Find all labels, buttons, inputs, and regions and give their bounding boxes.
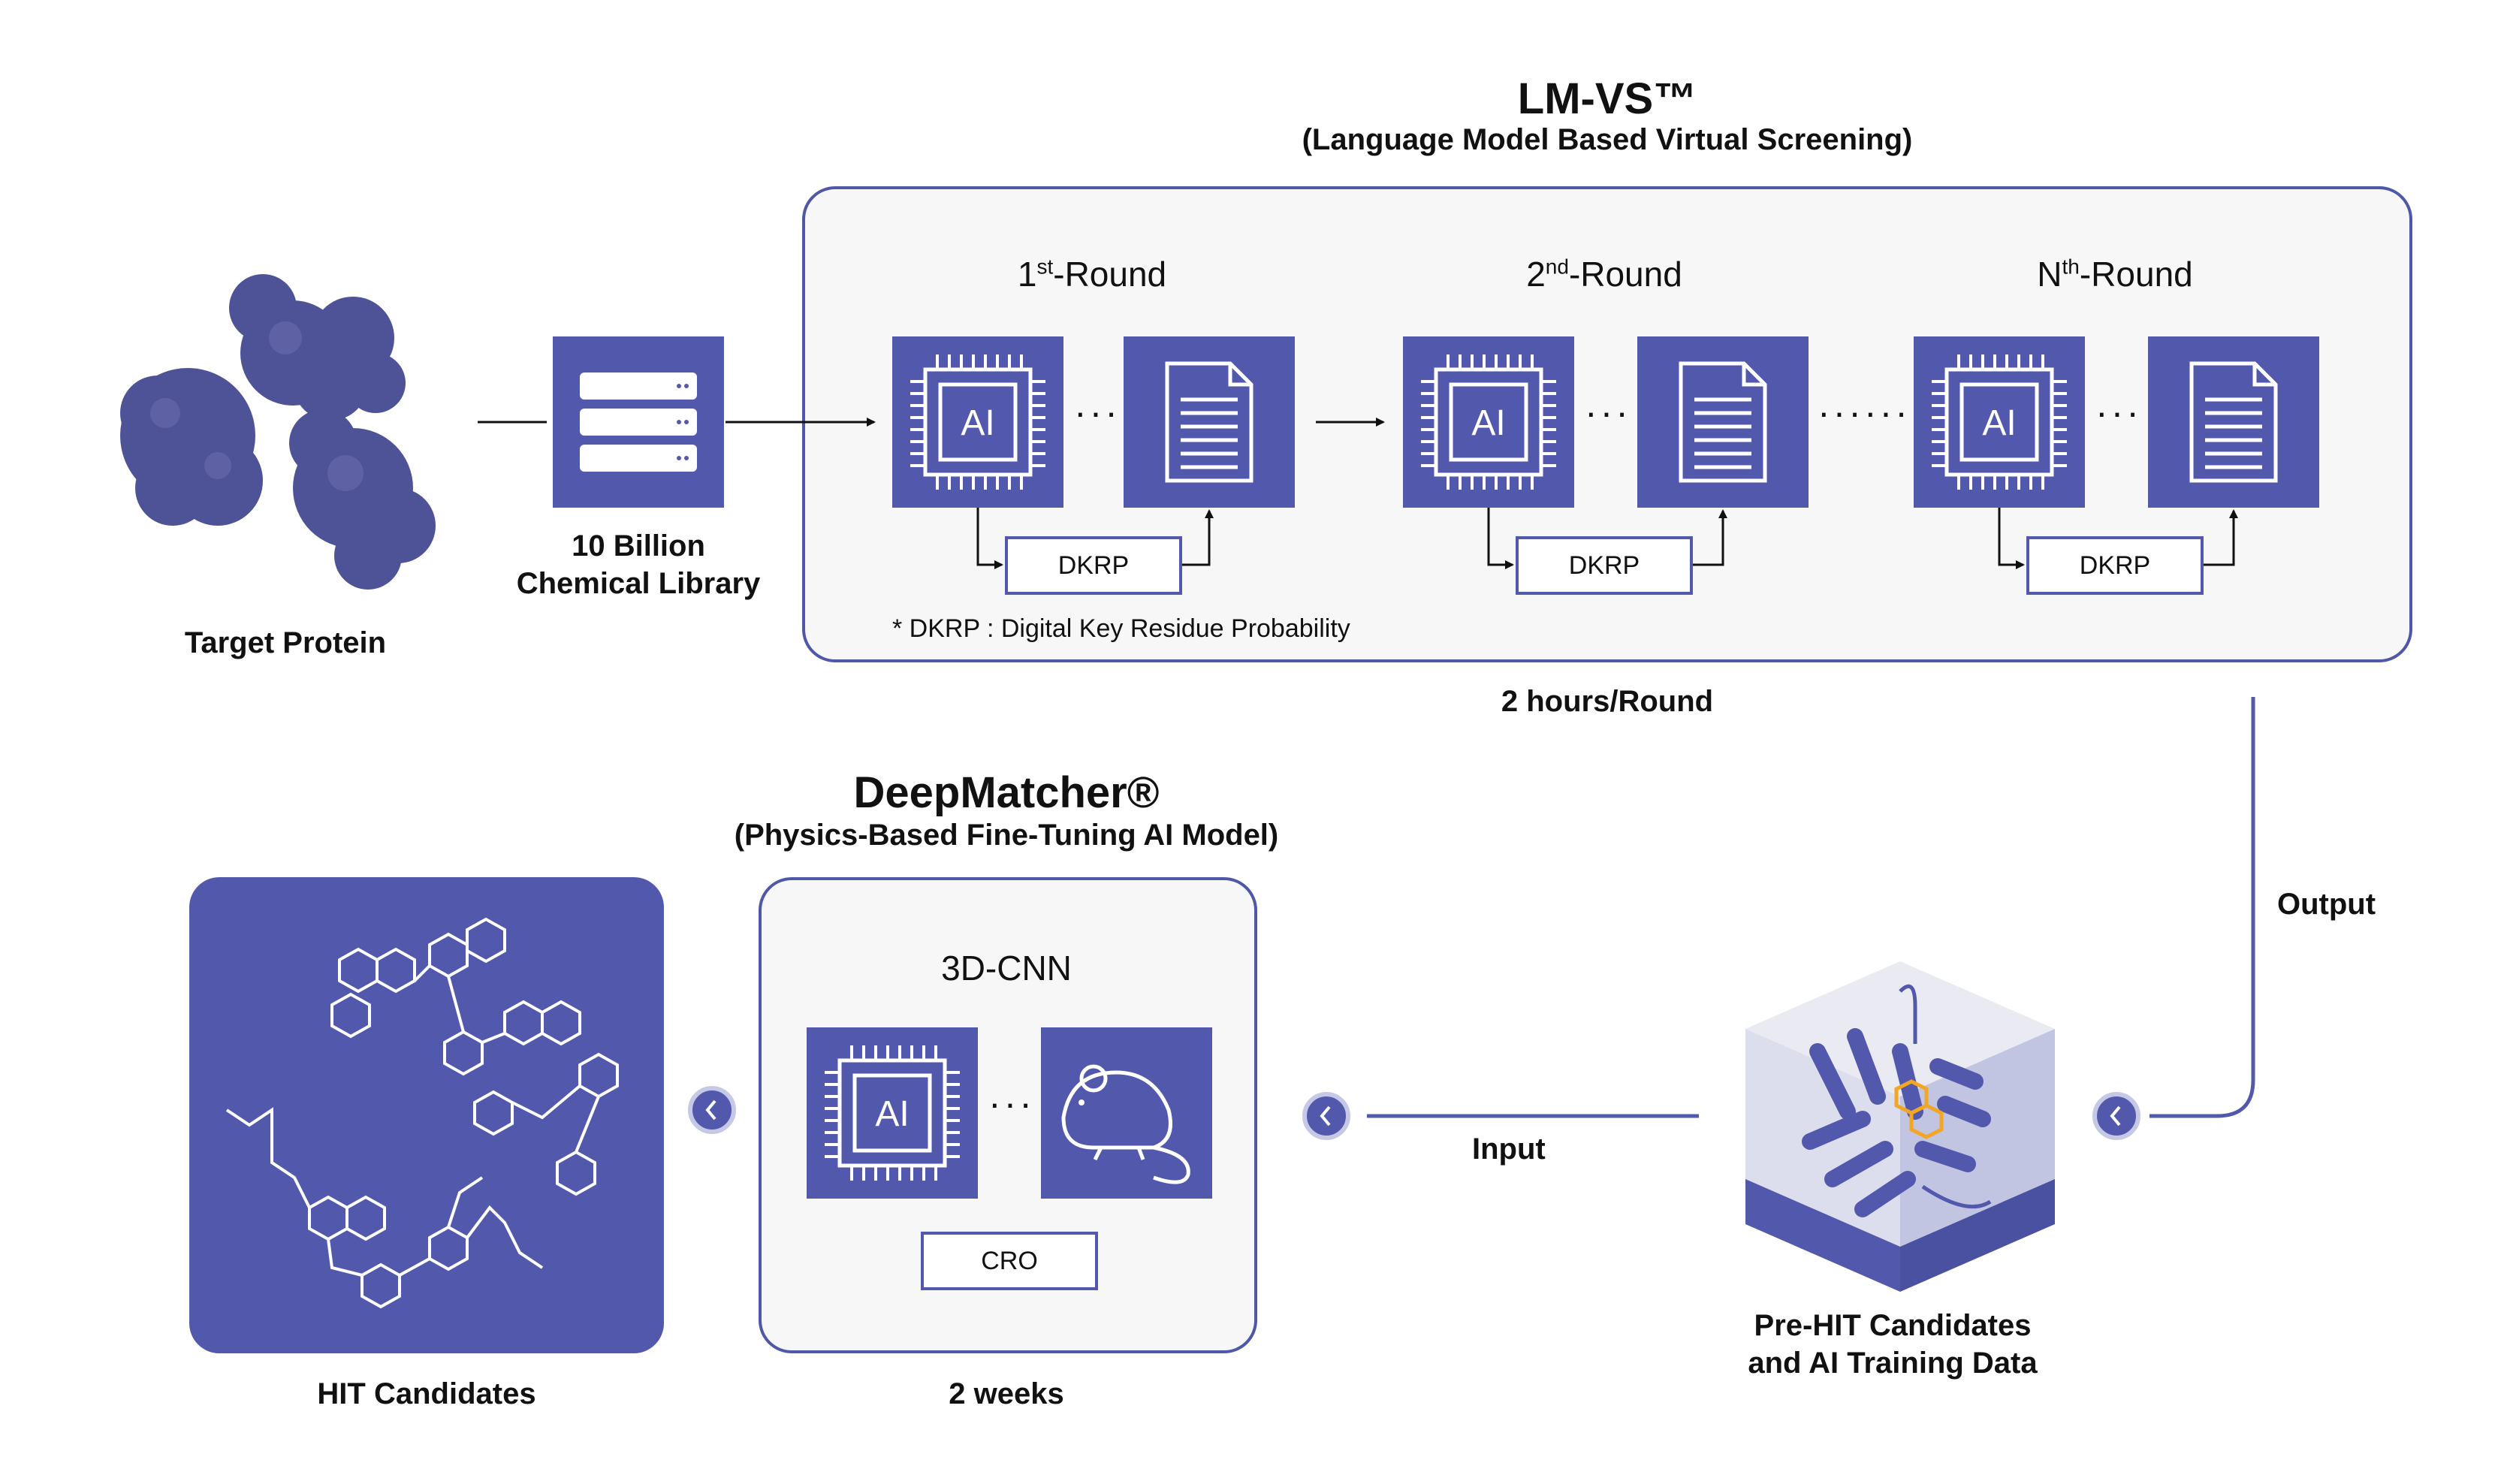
round-2-document (1637, 336, 1809, 508)
chevron-left-icon (705, 1099, 716, 1121)
ellipsis: ··· (1585, 391, 1631, 433)
pre-hit-cube-icon (1745, 961, 2055, 1292)
ellipsis: ··· (1074, 391, 1121, 433)
cro-box: CRO (921, 1232, 1098, 1290)
ai-chip-label: AI (1471, 403, 1506, 443)
ai-chip-icon (910, 354, 1045, 490)
ellipsis: ··· (2095, 391, 2142, 433)
library-label-line1: 10 Billion (572, 529, 705, 563)
deepmatcher-title: DeepMatcher® (853, 768, 1160, 817)
chemical-library-label: 10 Billion Chemical Library (466, 527, 811, 602)
lmvs-title: LM-VS™ (1517, 74, 1697, 123)
round-1-title: 1st-Round (1017, 255, 1167, 294)
pre-hit-label-line1: Pre-HIT Candidates (1754, 1309, 2032, 1342)
pre-hit-label-line2: and AI Training Data (1748, 1347, 2038, 1380)
library-label-line2: Chemical Library (516, 567, 761, 600)
round-2-title: 2nd-Round (1526, 255, 1682, 294)
flow-arrow-button (1302, 1092, 1350, 1140)
output-label: Output (2277, 888, 2376, 921)
document-icon (1165, 361, 1253, 483)
lmvs-subtitle: (Language Model Based Virtual Screening) (1302, 123, 1913, 156)
deepmatcher-duration: 2 weeks (949, 1377, 1064, 1410)
flow-arrow-button (688, 1086, 736, 1134)
ai-chip-icon (1932, 354, 2067, 490)
target-protein-label: Target Protein (184, 626, 387, 659)
pre-hit-label: Pre-HIT Candidates and AI Training Data (1682, 1307, 2103, 1382)
deepmatcher-subtitle: (Physics-Based Fine-Tuning AI Model) (734, 819, 1279, 852)
ai-chip-icon (1421, 354, 1556, 490)
hit-candidates-panel (189, 877, 664, 1353)
round-2-ai-chip: AI (1403, 336, 1574, 508)
ellipsis: ··· (988, 1082, 1035, 1124)
database-server-icon (580, 373, 697, 472)
round-1-ai-chip: AI (892, 336, 1063, 508)
round-n-title: Nth-Round (2037, 255, 2193, 294)
protein-structure-icon (120, 274, 436, 590)
deepmatcher-model-label: 3D-CNN (941, 949, 1072, 988)
flow-arrow-button (2092, 1092, 2140, 1140)
document-icon (1679, 361, 1767, 483)
molecule-structures-icon (225, 917, 619, 1309)
ai-chip-label: AI (1982, 403, 2017, 443)
round-1-document (1124, 336, 1295, 508)
document-icon (2189, 361, 2278, 483)
chevron-left-icon (2110, 1105, 2121, 1127)
dkrp-footnote: * DKRP : Digital Key Residue Probability (892, 614, 1350, 643)
mouse-icon (1061, 1064, 1190, 1184)
round-n-ai-chip: AI (1914, 336, 2085, 508)
chevron-left-icon (1320, 1105, 1331, 1127)
chemical-library-tile (553, 336, 724, 508)
dkrp-box-n: DKRP (2026, 536, 2204, 595)
input-label: Input (1472, 1133, 1546, 1166)
ai-chip-label: AI (961, 403, 995, 443)
hit-candidates-label: HIT Candidates (317, 1377, 536, 1410)
ellipsis-long: ······ (1818, 391, 1911, 433)
deepmatcher-ai-chip: AI (807, 1027, 978, 1199)
ai-chip-icon (825, 1045, 960, 1181)
deepmatcher-animal-test (1041, 1027, 1212, 1199)
dkrp-box-1: DKRP (1005, 536, 1182, 595)
round-n-document (2148, 336, 2319, 508)
dkrp-box-2: DKRP (1516, 536, 1693, 595)
ai-chip-label: AI (875, 1094, 910, 1134)
lmvs-duration: 2 hours/Round (1501, 685, 1714, 718)
